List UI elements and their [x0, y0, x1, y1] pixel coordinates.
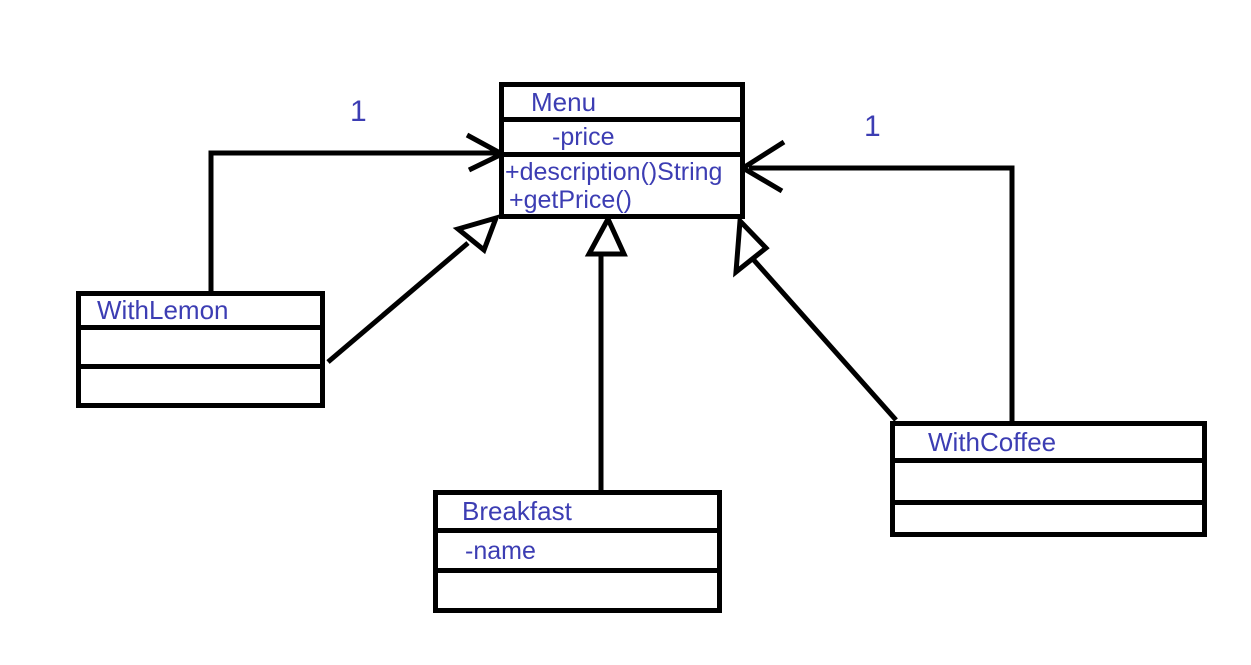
attribute-menu-price: -price	[552, 123, 615, 151]
inheritance-triangle-right-icon	[733, 215, 770, 278]
association-line-withcoffee-menu	[749, 165, 1015, 424]
class-menu-methods-compartment: +description()String +getPrice()	[504, 152, 740, 214]
method-menu-description: +description()String	[505, 157, 723, 186]
class-withlemon-methods-compartment	[81, 364, 320, 403]
inheritance-triangle-middle-icon	[584, 213, 628, 257]
class-breakfast-attributes-compartment: -name	[438, 528, 717, 568]
class-box-menu: Menu -price +description()String +getPri…	[499, 82, 745, 219]
multiplicity-label-left: 1	[350, 95, 367, 128]
inheritance-line-withlemon-menu	[326, 241, 470, 364]
class-name-menu: Menu	[531, 86, 597, 117]
method-menu-getprice: +getPrice()	[509, 185, 632, 214]
class-breakfast-methods-compartment	[438, 568, 717, 608]
association-line-withlemon-menu	[208, 150, 497, 296]
class-box-withlemon: WithLemon	[76, 291, 325, 408]
class-withcoffee-title-compartment: WithCoffee	[895, 426, 1202, 458]
class-box-withcoffee: WithCoffee	[890, 421, 1207, 537]
class-name-withcoffee: WithCoffee	[928, 426, 1057, 457]
attribute-breakfast-name: -name	[465, 536, 536, 565]
class-breakfast-title-compartment: Breakfast	[438, 495, 717, 528]
class-withlemon-title-compartment: WithLemon	[81, 295, 320, 325]
inheritance-line-withcoffee-menu	[750, 256, 898, 422]
class-withlemon-attributes-compartment	[81, 325, 320, 364]
class-withcoffee-attributes-compartment	[895, 458, 1202, 500]
class-name-breakfast: Breakfast	[462, 496, 572, 526]
class-withcoffee-methods-compartment	[895, 500, 1202, 532]
class-name-withlemon: WithLemon	[97, 295, 229, 325]
multiplicity-label-right: 1	[864, 110, 881, 143]
class-box-breakfast: Breakfast -name	[433, 490, 722, 613]
inheritance-triangle-left-icon	[452, 214, 501, 255]
class-menu-title-compartment: Menu	[504, 87, 740, 117]
class-menu-attributes-compartment: -price	[504, 117, 740, 152]
